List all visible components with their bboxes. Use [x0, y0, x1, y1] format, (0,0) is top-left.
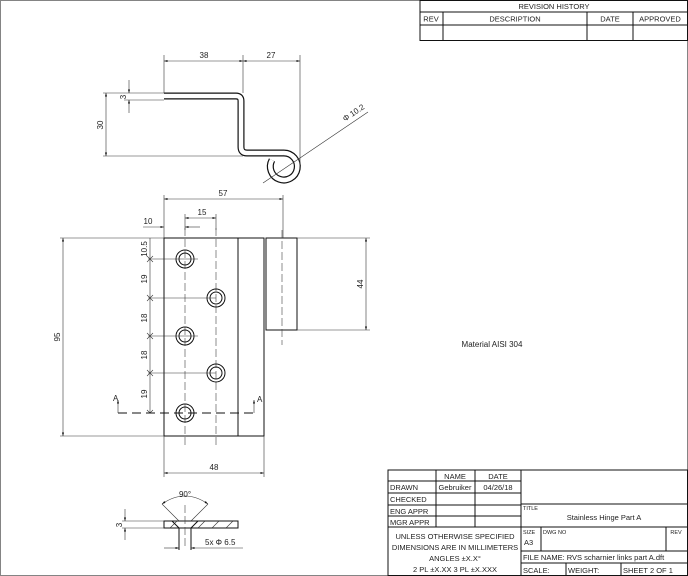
top-view: 38 27 30 3 Φ 10.2	[96, 51, 369, 184]
drawn-label: DRAWN	[390, 483, 418, 492]
title-label: TITLE	[523, 506, 538, 512]
file-name: FILE NAME: RVS scharnier links part A.df…	[523, 553, 665, 562]
drawn-date: 04/26/18	[483, 483, 512, 492]
revision-history-title: REVISION HISTORY	[519, 2, 590, 11]
hinge-profile	[164, 92, 284, 157]
section-plate	[163, 520, 239, 529]
hinge-leaf	[163, 237, 265, 437]
revision-history-table: REVISION HISTORY REV DESCRIPTION DATE AP…	[419, 0, 688, 41]
header-date: DATE	[488, 472, 507, 481]
checked-label: CHECKED	[390, 495, 427, 504]
scale-field: SCALE:	[523, 566, 550, 575]
front-view: 57 15 10 95 44 10.5 19 18 18 19 48 A A	[53, 189, 370, 477]
title-block: NAME DATE DRAWN Gebruiker 04/26/18 CHECK…	[387, 469, 688, 576]
weight-field: WEIGHT:	[568, 566, 599, 575]
tolerance-note-line-2: DIMENSIONS ARE IN MILLIMETERS	[392, 543, 518, 552]
dimension-19-lower: 19	[140, 389, 149, 398]
dimension-48: 48	[210, 463, 219, 472]
dimension-38: 38	[200, 51, 209, 60]
approved-column-header: APPROVED	[639, 15, 681, 24]
dimension-27: 27	[267, 51, 276, 60]
section-hatching	[169, 520, 234, 529]
drawn-name: Gebruiker	[439, 483, 472, 492]
dimension-19-upper: 19	[140, 274, 149, 283]
dimension-hole-diameter: 5x Φ 6.5	[205, 538, 236, 547]
knuckle	[265, 237, 298, 331]
dimension-95: 95	[53, 332, 62, 341]
rev-column-header: REV	[423, 15, 438, 24]
dimension-angle-90: 90°	[179, 490, 191, 499]
dimension-57: 57	[219, 189, 228, 198]
drawing-title: Stainless Hinge Part A	[567, 513, 642, 522]
size-label: SIZE	[523, 530, 536, 536]
dimension-3-thickness: 3	[119, 94, 128, 99]
dimension-18-upper: 18	[140, 313, 149, 322]
material-note: Material AISI 304	[462, 340, 523, 349]
dimension-10: 10	[144, 217, 153, 226]
dimension-30: 30	[96, 120, 105, 129]
rev-label: REV	[670, 530, 682, 536]
eng-appr-label: ENG APPR	[390, 507, 429, 516]
tolerance-note-line-4: 2 PL ±X.XX 3 PL ±X.XXX	[413, 565, 497, 574]
dimension-3-section: 3	[115, 522, 124, 527]
diameter-leader	[262, 111, 369, 184]
date-column-header: DATE	[600, 15, 619, 24]
description-column-header: DESCRIPTION	[489, 15, 540, 24]
tolerance-note-line-1: UNLESS OTHERWISE SPECIFIED	[395, 532, 515, 541]
tolerance-note-line-3: ANGLES ±X.X°	[429, 554, 481, 563]
dimension-44: 44	[356, 279, 365, 288]
dimension-diameter-10-2: Φ 10.2	[341, 102, 367, 123]
section-view: 90° 3 5x Φ 6.5	[115, 490, 243, 550]
dimension-18-lower: 18	[140, 350, 149, 359]
section-label-left: A	[113, 394, 119, 403]
dimension-10-5: 10.5	[140, 241, 149, 257]
dimension-15: 15	[198, 208, 207, 217]
dwg-no-label: DWG NO	[543, 530, 567, 536]
header-name: NAME	[444, 472, 466, 481]
section-label-right: A	[257, 395, 263, 404]
size-value: A3	[524, 538, 533, 547]
mgr-appr-label: MGR APPR	[390, 518, 430, 527]
sheet-field: SHEET 2 OF 1	[623, 566, 673, 575]
